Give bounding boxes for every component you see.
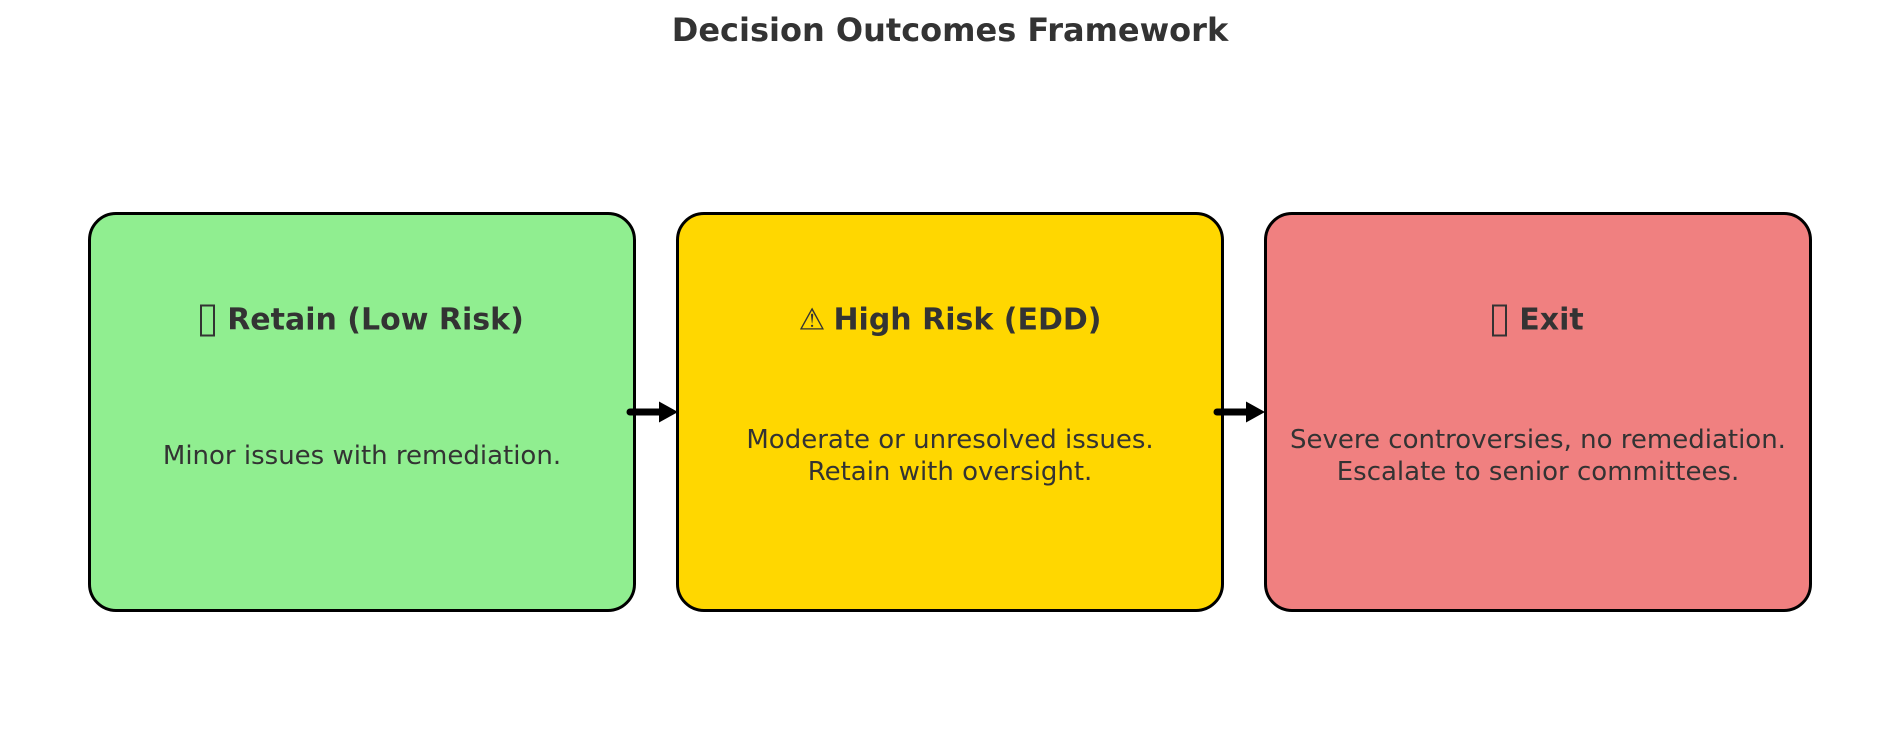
arrow-retain-to-highrisk — [626, 401, 678, 423]
node-retain-low-risk: Retain (Low Risk) Minor issues with reme… — [88, 212, 636, 612]
missing-glyph-icon — [1492, 304, 1508, 337]
warning-triangle-icon: ⚠ — [798, 302, 826, 338]
node-exit-heading: Exit — [1267, 303, 1809, 338]
node-exit-description: Severe controversies, no remediation. Es… — [1290, 425, 1786, 487]
missing-glyph-icon — [200, 304, 216, 337]
node-exit: Exit Severe controversies, no remediatio… — [1264, 212, 1812, 612]
page-title: Decision Outcomes Framework — [671, 11, 1229, 49]
node-retain-heading: Retain (Low Risk) — [91, 303, 633, 338]
node-highrisk-description: Moderate or unresolved issues. Retain wi… — [746, 425, 1154, 487]
node-high-risk-edd: ⚠High Risk (EDD) Moderate or unresolved … — [676, 212, 1224, 612]
node-highrisk-heading-text: High Risk (EDD) — [833, 302, 1102, 338]
node-retain-heading-text: Retain (Low Risk) — [227, 302, 524, 338]
node-exit-heading-text: Exit — [1519, 302, 1584, 338]
arrow-highrisk-to-exit — [1213, 401, 1265, 423]
node-highrisk-heading: ⚠High Risk (EDD) — [679, 303, 1221, 338]
node-retain-description: Minor issues with remediation. — [162, 441, 562, 471]
